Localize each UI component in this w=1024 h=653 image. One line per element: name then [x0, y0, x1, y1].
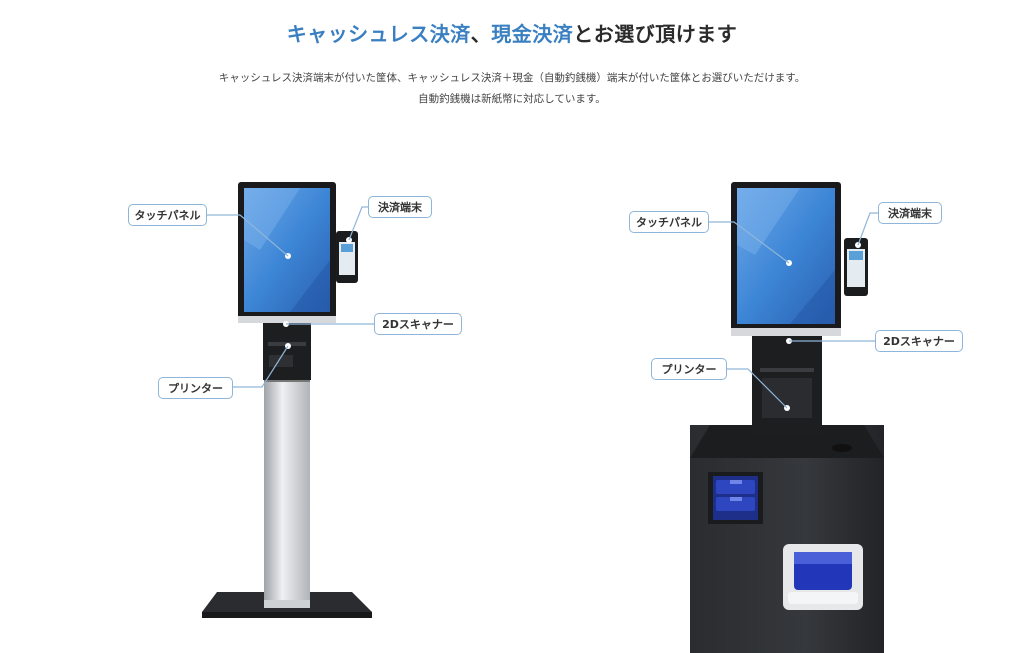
description-line-1: キャッシュレス決済端末が付いた筐体、キャッシュレス決済＋現金（自動釣銭機）端末が…: [218, 72, 806, 84]
kiosk-stand-model: [202, 182, 375, 618]
stand-pole: [264, 378, 310, 600]
label-scanner-left: 2Dスキャナー: [374, 313, 462, 335]
label-scanner-right: 2Dスキャナー: [875, 330, 963, 352]
label-printer-left: プリンター: [158, 377, 233, 399]
cabinet: [690, 425, 884, 653]
title-separator: 、: [470, 22, 492, 46]
label-touch-panel-right: タッチパネル: [629, 211, 709, 233]
label-printer-right: プリンター: [651, 358, 727, 380]
label-touch-panel-left: タッチパネル: [128, 204, 207, 226]
page-title: キャッシュレス決済、現金決済とお選び頂けます: [0, 18, 1024, 47]
label-payment-terminal-right: 決済端末: [878, 202, 942, 224]
kiosk-cabinet-model: [690, 182, 884, 653]
title-rest: とお選び頂けます: [573, 22, 738, 46]
printer-unit: [263, 320, 311, 380]
title-accent-cash: 現金決済: [491, 22, 574, 46]
title-accent-cashless: キャッシュレス決済: [286, 22, 471, 46]
label-payment-terminal-left: 決済端末: [368, 196, 432, 218]
description-line-2: 自動釣銭機は新紙幣に対応しています。: [418, 93, 606, 105]
